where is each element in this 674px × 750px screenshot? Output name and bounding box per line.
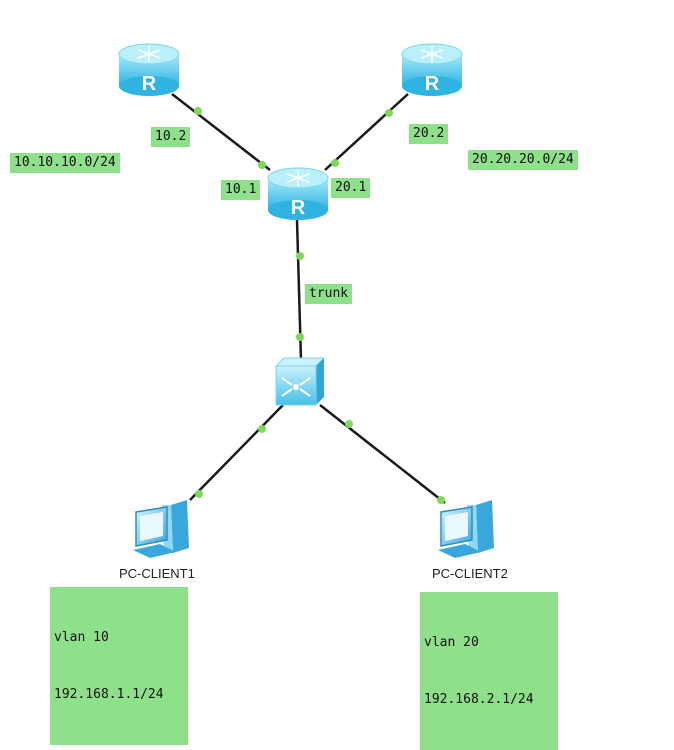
pc-client2-name: PC-CLIENT2	[432, 566, 508, 581]
pc-client1-name: PC-CLIENT1	[119, 566, 195, 581]
port-dot	[194, 107, 202, 115]
switch-icon[interactable]	[274, 357, 326, 406]
pc-client2-address-label: vlan 20 192.168.2.1/24	[420, 592, 558, 750]
port-dot	[385, 109, 393, 117]
port-dot	[296, 333, 304, 341]
port-dot	[345, 420, 353, 428]
core-right-interface-label: 20.1	[331, 178, 371, 198]
router-right-icon[interactable]: R	[401, 43, 463, 96]
right-network-label: 20.20.20.0/24	[468, 150, 578, 170]
port-dot	[296, 252, 304, 260]
topology-canvas: R R R	[10, 43, 578, 750]
router-left-glyph: R	[142, 73, 157, 95]
router-core-glyph: R	[291, 197, 306, 219]
left-network-label: 10.10.10.0/24	[10, 153, 120, 173]
trunk-label: trunk	[305, 284, 353, 304]
pc-client1-icon[interactable]	[133, 500, 189, 558]
port-dot	[258, 425, 266, 433]
link-switch-pc1[interactable]	[189, 404, 284, 501]
port-dot	[331, 159, 339, 167]
left-router-interface-label: 10.2	[151, 127, 191, 147]
router-core-icon[interactable]: R	[267, 167, 329, 220]
link-right-router-core[interactable]	[324, 93, 409, 171]
pc-client2-vlan: vlan 20	[424, 635, 479, 650]
core-left-interface-label: 10.1	[221, 180, 261, 200]
router-left-icon[interactable]: R	[118, 43, 180, 96]
pc-client2-icon[interactable]	[438, 500, 494, 558]
right-router-interface-label: 20.2	[409, 124, 449, 144]
pc-client1-address-label: vlan 10 192.168.1.1/24	[50, 587, 188, 745]
port-dot	[195, 490, 203, 498]
pc-client1-ip: 192.168.1.1/24	[54, 687, 164, 702]
port-dot	[437, 496, 445, 504]
port-dot	[258, 161, 266, 169]
router-right-glyph: R	[425, 73, 440, 95]
link-left-router-core[interactable]	[171, 93, 271, 171]
pc-client2-ip: 192.168.2.1/24	[424, 692, 534, 707]
pc-client1-vlan: vlan 10	[54, 630, 109, 645]
link-switch-pc2[interactable]	[319, 404, 446, 504]
links-layer: R R R	[118, 43, 494, 558]
